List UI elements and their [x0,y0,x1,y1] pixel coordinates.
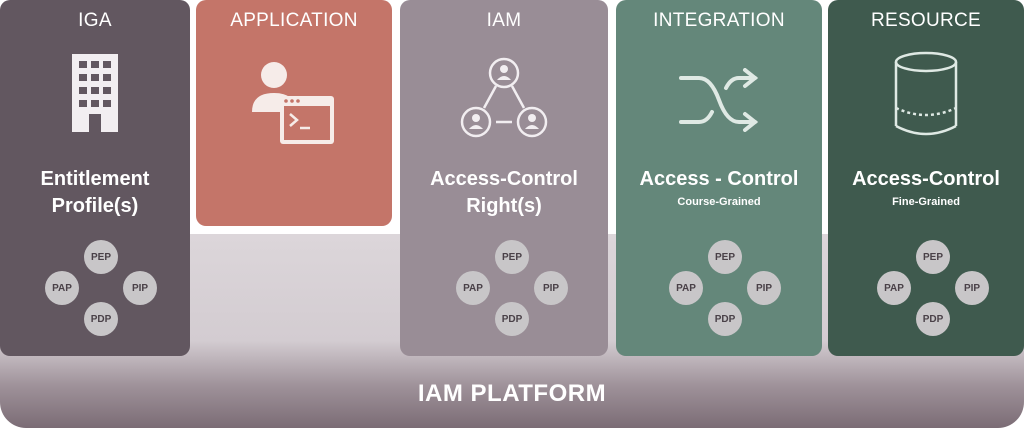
card-iga-label-line2: Profile(s) [51,195,139,217]
pdp-cluster-iam: PEP PAP PIP PDP [456,240,568,336]
user-network-icon [459,56,549,145]
node-pip: PIP [534,271,568,305]
database-cylinder-icon [891,50,961,145]
node-pep: PEP [916,240,950,274]
pdp-cluster-iga: PEP PAP PIP PDP [45,240,157,336]
card-integration: INTEGRATION Access - Control Course-Grai… [616,0,822,356]
card-iam-label-line2: Right(s) [466,195,542,217]
pdp-cluster-integration: PEP PAP PIP PDP [669,240,781,336]
node-pip: PIP [955,271,989,305]
card-application-heading: APPLICATION [230,10,358,31]
iam-platform-label: IAM PLATFORM [417,380,607,407]
node-pdp: PDP [84,302,118,336]
node-pep: PEP [495,240,529,274]
card-resource: RESOURCE Access-Control Fine-Grained PEP… [828,0,1024,356]
node-pep: PEP [84,240,118,274]
user-terminal-icon [252,60,336,153]
card-iam: IAM Access-Control Right(s) PEP PAP PIP … [400,0,608,356]
node-pip: PIP [747,271,781,305]
node-pip: PIP [123,271,157,305]
card-iam-label: Access-Control Right(s) [400,166,608,220]
card-integration-heading: INTEGRATION [653,10,785,31]
building-icon [68,52,122,139]
node-pap: PAP [45,271,79,305]
card-resource-subtitle: Fine-Grained [892,196,960,208]
card-resource-label: Access-Control [828,166,1024,193]
card-application: APPLICATION [196,0,392,226]
shuffle-icon [677,68,761,137]
node-pdp: PDP [916,302,950,336]
card-integration-subtitle: Course-Grained [677,196,761,208]
card-integration-label-line1: Access - Control [639,168,799,190]
node-pep: PEP [708,240,742,274]
card-integration-label: Access - Control [616,166,822,193]
card-iga-heading: IGA [78,10,112,31]
pdp-cluster-resource: PEP PAP PIP PDP [877,240,989,336]
card-resource-label-line1: Access-Control [852,168,1000,190]
node-pap: PAP [877,271,911,305]
card-iam-heading: IAM [486,10,522,31]
node-pdp: PDP [708,302,742,336]
card-resource-heading: RESOURCE [870,10,982,31]
node-pdp: PDP [495,302,529,336]
card-iga-label: Entitlement Profile(s) [0,166,190,220]
card-iga: IGA Entitlement Profile(s) PEP PAP PIP P… [0,0,190,356]
node-pap: PAP [456,271,490,305]
card-iga-label-line1: Entitlement [40,168,150,190]
node-pap: PAP [669,271,703,305]
card-iam-label-line1: Access-Control [430,168,578,190]
